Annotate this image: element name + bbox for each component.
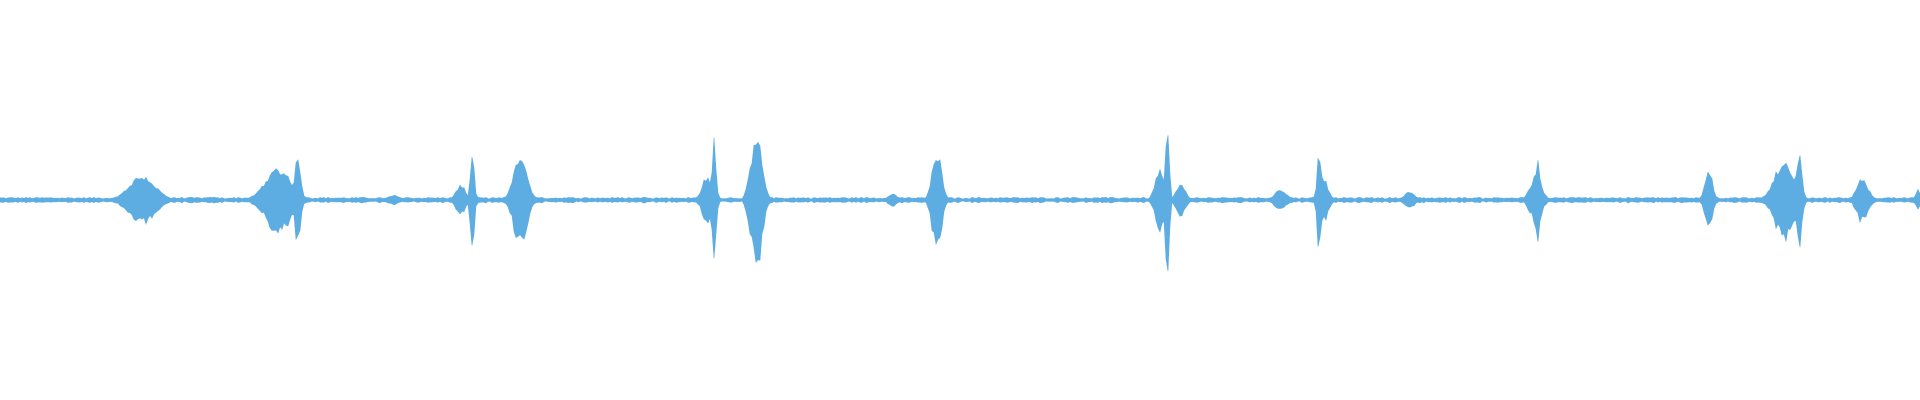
waveform-envelope bbox=[0, 135, 1920, 272]
